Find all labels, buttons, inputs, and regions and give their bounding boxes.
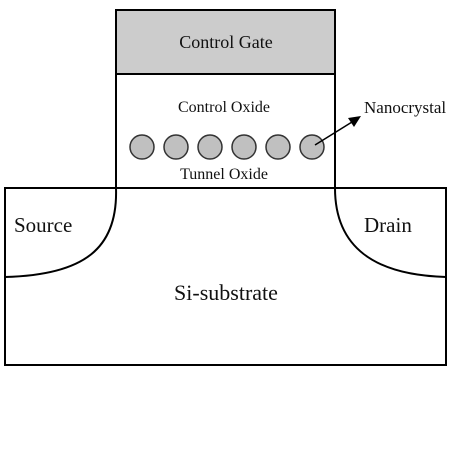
nanocrystal-dot: [265, 134, 291, 160]
nanocrystal-pointer-arrowhead: [348, 116, 361, 127]
si-substrate-block: [4, 187, 447, 366]
drain-label: Drain: [364, 213, 412, 237]
tunnel-oxide-label: Tunnel Oxide: [180, 166, 268, 183]
oxide-region: [115, 73, 336, 189]
nanocrystal-pointer-line: [314, 121, 353, 146]
nanocrystal-dot: [197, 134, 223, 160]
nanocrystal-dot: [129, 134, 155, 160]
drain-region-boundary: [334, 187, 447, 278]
control-oxide-label: Control Oxide: [178, 99, 270, 116]
nanocrystal-row: [129, 134, 325, 160]
control-gate-label: Control Gate: [179, 32, 272, 52]
nanocrystal-dot: [231, 134, 257, 160]
nanocrystal-label: Nanocrystal: [364, 98, 446, 117]
nanocrystal-dot: [163, 134, 189, 160]
control-gate-block: [115, 9, 336, 75]
si-substrate-label: Si-substrate: [174, 280, 278, 305]
source-region-boundary: [4, 187, 118, 278]
nanocrystal-dot: [299, 134, 325, 160]
source-label: Source: [14, 213, 72, 237]
